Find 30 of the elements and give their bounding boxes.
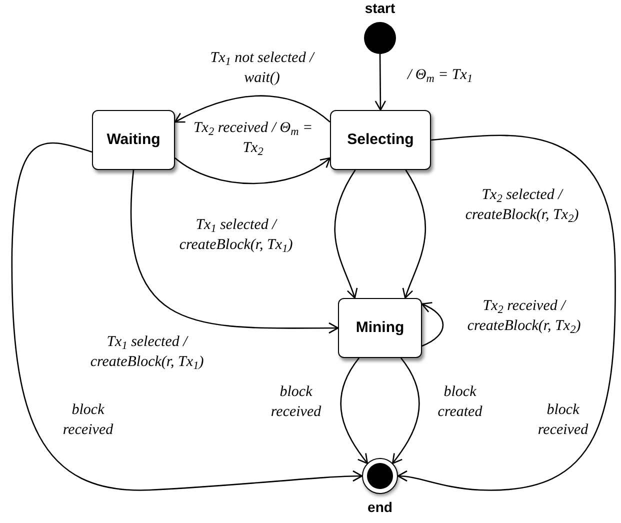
state-name: end	[368, 498, 392, 517]
edge-label: Tx$_{2}$ selected / createBlock(r, Tx$_{2}$)	[464, 186, 580, 225]
edge-label: Tx$_{2}$ received / Θ$_{m}$ = Tx$_{2}$	[192, 119, 314, 158]
edge-label: Tx$_{1}$ selected / createBlock(r, Tx$_{1}$)	[89, 333, 205, 372]
transition-arrow	[402, 170, 426, 299]
edge-label: block created	[436, 383, 484, 422]
transition-arrow	[11, 142, 363, 491]
edge-label: block received	[62, 401, 114, 440]
edge-label: / Θ$_{m}$ = Tx$_{1}$	[406, 66, 474, 85]
transition-arrow	[174, 95, 330, 123]
state-name: start	[364, 0, 396, 18]
edge-label: block received	[270, 383, 322, 422]
state-box	[338, 298, 422, 358]
state-name: Selecting	[347, 130, 414, 150]
edge-label: block received	[536, 401, 590, 440]
transition-arrow	[374, 54, 386, 111]
transition-arrow	[421, 302, 444, 347]
state-box	[330, 110, 431, 170]
transition-arrow	[397, 134, 616, 491]
edge-label: Tx$_{1}$ selected / createBlock(r, Tx$_{1}$)	[178, 216, 294, 255]
transition-arrow	[174, 157, 331, 184]
transition-arrow	[392, 358, 420, 464]
state-box	[92, 110, 175, 170]
transition-arrow	[334, 170, 358, 299]
edge-label: Tx$_{1}$ not selected / wait()	[209, 49, 316, 88]
edge-label: Tx$_{2}$ received / createBlock(r, Tx$_{2}$)	[466, 297, 582, 336]
state-name: Mining	[356, 318, 404, 338]
transition-arrow	[130, 170, 339, 334]
state-name: Waiting	[106, 130, 160, 150]
transition-arrow	[340, 358, 368, 464]
